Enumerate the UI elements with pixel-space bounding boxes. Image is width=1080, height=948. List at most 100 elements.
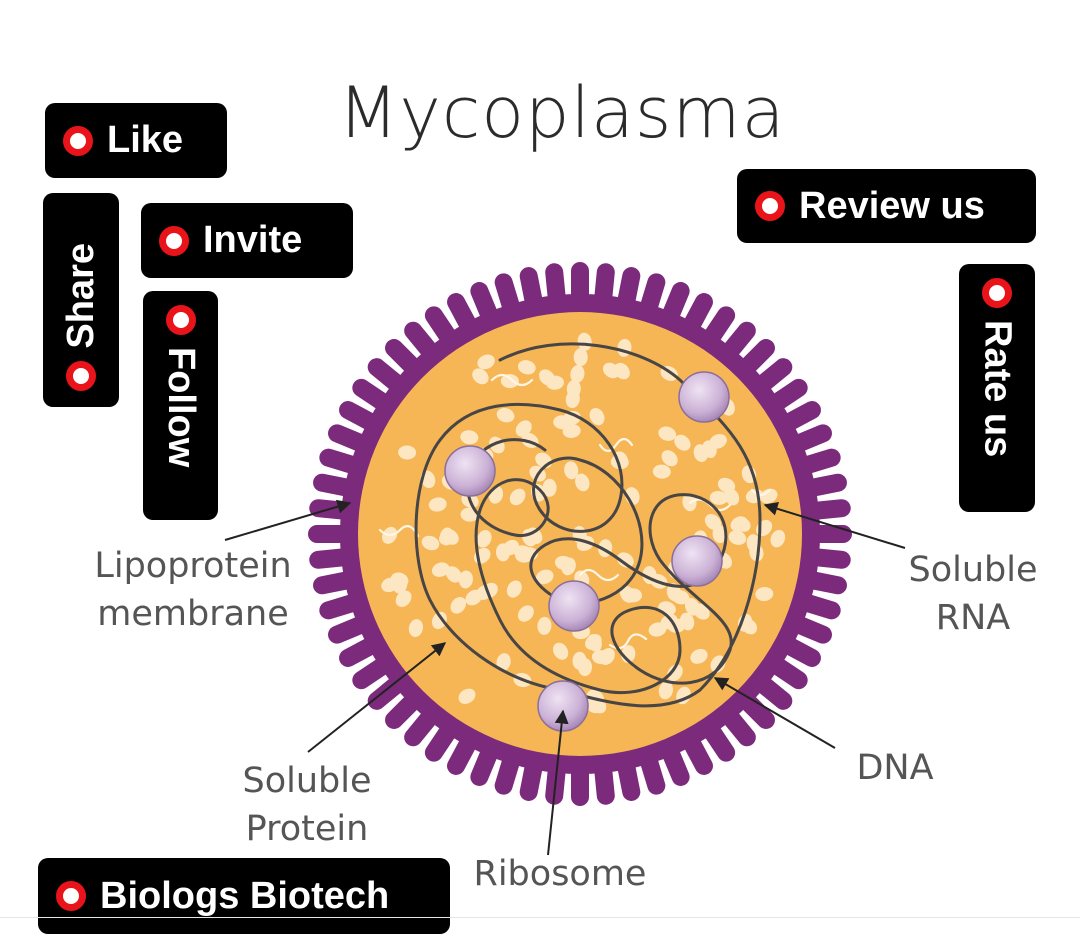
protein-dot bbox=[445, 566, 462, 583]
protein-dot bbox=[587, 634, 602, 652]
protein-dot bbox=[733, 516, 751, 532]
dna-label: DNA bbox=[856, 748, 934, 788]
rate-us-label: Rate us bbox=[976, 320, 1019, 458]
invite-label: Invite bbox=[203, 219, 303, 261]
protein-dot bbox=[616, 552, 634, 568]
ribosome-particle bbox=[444, 445, 496, 497]
protein-dot bbox=[496, 408, 515, 423]
biologs-biotech-badge[interactable]: Biologs Biotech bbox=[38, 858, 450, 934]
protein-dot bbox=[760, 488, 778, 504]
ribosome-particle bbox=[537, 680, 589, 732]
protein-dot bbox=[496, 653, 511, 672]
protein-dot bbox=[428, 497, 447, 512]
share-label: Share bbox=[59, 243, 102, 349]
protein-dot bbox=[709, 434, 727, 449]
review-us-button[interactable]: Review us bbox=[737, 169, 1036, 243]
protein-dot bbox=[709, 490, 728, 505]
ribosome-label: Ribosome bbox=[473, 854, 647, 894]
ribosome-particle bbox=[678, 371, 730, 423]
circle-icon bbox=[165, 305, 196, 335]
protein-dot bbox=[570, 365, 585, 383]
lipoprotein-membrane-label: Lipoprotein membrane bbox=[94, 546, 292, 634]
protein-dot bbox=[712, 525, 727, 544]
protein-dot bbox=[589, 407, 605, 426]
protein-dot bbox=[554, 555, 573, 571]
protein-dot bbox=[575, 473, 590, 492]
rate-us-button[interactable]: Rate us bbox=[959, 264, 1035, 512]
protein-dot bbox=[667, 664, 683, 682]
circle-icon bbox=[66, 361, 96, 391]
follow-button[interactable]: Follow bbox=[143, 291, 218, 520]
circle-icon bbox=[982, 278, 1012, 308]
protein-dot bbox=[552, 642, 569, 660]
protein-dot bbox=[619, 585, 636, 603]
protein-dot bbox=[710, 655, 726, 673]
diagram-title: Mycoplasma bbox=[338, 72, 786, 154]
protein-dot bbox=[674, 434, 691, 451]
protein-dot bbox=[517, 605, 534, 622]
ribosomes bbox=[444, 371, 730, 732]
protein-dot bbox=[465, 589, 482, 606]
protein-dot bbox=[495, 543, 511, 562]
soluble-protein-label: Soluble Protein bbox=[242, 761, 372, 849]
soluble-rna-label: Soluble RNA bbox=[908, 550, 1038, 638]
follow-label: Follow bbox=[160, 347, 202, 468]
protein-dot bbox=[500, 374, 519, 389]
brand-label: Biologs Biotech bbox=[100, 874, 390, 917]
protein-dot bbox=[553, 415, 572, 430]
protein-dot bbox=[515, 420, 532, 437]
protein-dot bbox=[577, 332, 592, 351]
protein-dot bbox=[431, 562, 450, 577]
protein-dot bbox=[458, 688, 476, 704]
protein-dot bbox=[450, 596, 467, 614]
protein-dot bbox=[421, 535, 440, 551]
protein-dot bbox=[728, 530, 747, 545]
protein-dot bbox=[573, 348, 588, 367]
protein-dot bbox=[648, 622, 667, 637]
protein-dot bbox=[408, 619, 423, 638]
protein-dot bbox=[439, 527, 454, 546]
protein-dot bbox=[564, 461, 579, 480]
circle-icon bbox=[755, 191, 785, 221]
protein-dot bbox=[517, 360, 536, 375]
protein-dot bbox=[717, 477, 736, 493]
protein-dot bbox=[477, 354, 495, 370]
protein-dot bbox=[460, 430, 479, 445]
protein-dot bbox=[546, 375, 564, 390]
protein-dot bbox=[509, 488, 526, 506]
protein-dot bbox=[602, 362, 620, 379]
protein-dot bbox=[755, 586, 774, 602]
protein-dot bbox=[476, 530, 492, 548]
ribosome-particle bbox=[671, 535, 723, 587]
leader-lines bbox=[224, 499, 906, 856]
circle-icon bbox=[63, 125, 93, 156]
ribosome-particle bbox=[548, 580, 600, 632]
share-button[interactable]: Share bbox=[43, 193, 119, 407]
protein-dot bbox=[535, 569, 554, 585]
protein-dot bbox=[770, 529, 786, 548]
protein-dot bbox=[390, 572, 409, 588]
review-us-label: Review us bbox=[799, 184, 985, 227]
protein-dot bbox=[542, 478, 557, 497]
like-label: Like bbox=[107, 119, 184, 161]
protein-dot bbox=[572, 651, 587, 670]
circle-icon bbox=[56, 881, 86, 911]
protein-dot bbox=[658, 426, 677, 441]
protein-dot bbox=[431, 611, 447, 630]
invite-button[interactable]: Invite bbox=[141, 203, 353, 278]
circle-icon bbox=[159, 225, 189, 256]
protein-dot bbox=[740, 618, 758, 635]
protein-dot bbox=[679, 612, 695, 631]
protein-dot bbox=[472, 368, 489, 385]
protein-dot bbox=[566, 379, 581, 398]
protein-dot bbox=[458, 570, 473, 589]
bottom-divider bbox=[0, 917, 1080, 918]
protein-dot bbox=[693, 603, 710, 620]
protein-dot bbox=[395, 590, 412, 607]
like-button[interactable]: Like bbox=[45, 103, 227, 178]
protein-dot bbox=[661, 450, 678, 467]
protein-dot bbox=[506, 580, 522, 598]
protein-dot bbox=[398, 445, 417, 460]
protein-dot bbox=[652, 464, 671, 479]
